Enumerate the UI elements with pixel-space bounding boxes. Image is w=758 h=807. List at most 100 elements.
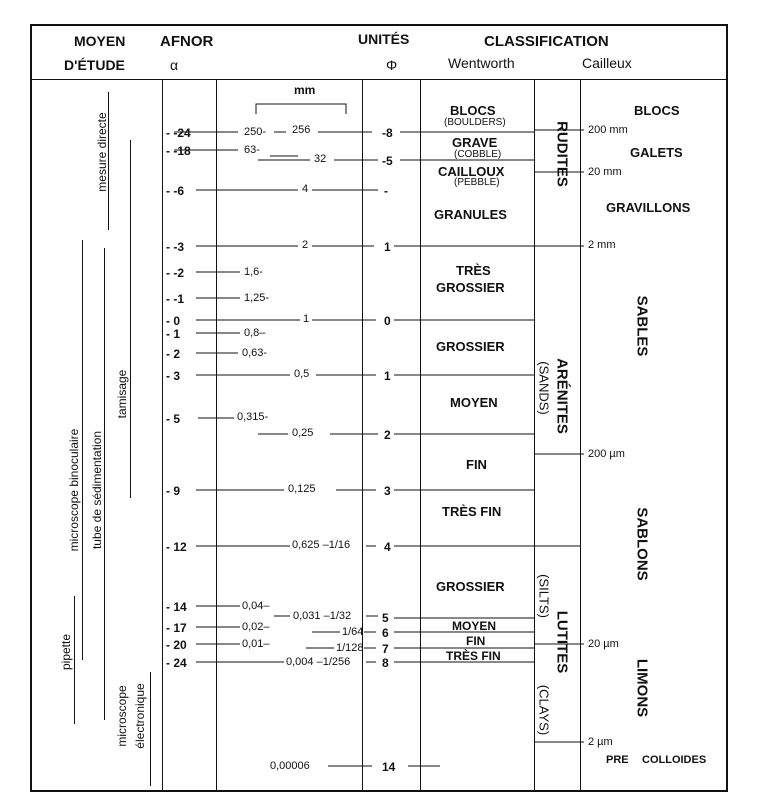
- mm-r4b: 2: [302, 239, 309, 251]
- phi-r14: 4: [384, 540, 391, 554]
- went-grossier3: GROSSIER: [436, 579, 505, 594]
- group-rudites: RUDITES: [553, 121, 571, 187]
- header-classification: CLASSIFICATION: [484, 33, 609, 50]
- alpha-r3: - -6: [166, 184, 184, 198]
- mm-r0a: 250-: [244, 126, 267, 138]
- mm-r16b: 0,031 –1/32: [293, 610, 352, 622]
- went-grave: GRAVE: [452, 135, 498, 150]
- phi-r18: 7: [382, 642, 389, 656]
- alpha-r11: - 5: [166, 412, 181, 426]
- cail-blocs: BLOCS: [634, 103, 680, 118]
- alpha-r1: - -18: [166, 144, 191, 158]
- diagram-frame: [30, 24, 728, 792]
- group-clays: (CLAYS): [536, 684, 552, 736]
- mm-r0b: 256: [292, 124, 311, 136]
- phi-r2: -5: [382, 154, 393, 168]
- mm-r15a: 0,04–: [242, 600, 270, 612]
- group-sands: (SANDS): [536, 361, 552, 415]
- alpha-r14: - 12: [166, 540, 187, 554]
- cail-pre: PRE: [606, 754, 629, 766]
- cail-limons: LIMONS: [633, 658, 651, 718]
- mm-r11a: 0,315-: [237, 411, 269, 423]
- range-microbino: [82, 240, 83, 660]
- went-blocs: BLOCS: [450, 103, 496, 118]
- phi-r12: 2: [384, 428, 391, 442]
- mm-r3b: 4: [302, 183, 309, 195]
- mm-r9a: 0,63-: [242, 347, 268, 359]
- cail-2mm: 2 mm: [588, 239, 616, 251]
- phi-r19: 8: [382, 656, 389, 670]
- cail-20um: 20 µm: [588, 638, 619, 650]
- phi-r7: 0: [384, 314, 391, 328]
- mm-r18b: 1/128: [336, 642, 364, 654]
- mm-r2b: 32: [314, 153, 327, 165]
- mm-label: mm: [294, 83, 316, 97]
- alpha-r9: - 2: [166, 347, 181, 361]
- went-grossier: GROSSIER: [436, 280, 505, 295]
- alpha-r7: - 0: [166, 314, 181, 328]
- went-boulders: (BOULDERS): [444, 117, 506, 128]
- col-sep-methods: [162, 79, 163, 790]
- mm-r7b: 1: [303, 313, 310, 325]
- cail-20mm: 20 mm: [588, 166, 622, 178]
- phi-r13: 3: [384, 484, 391, 498]
- cail-2um: 2 µm: [588, 736, 613, 748]
- mm-r6a: 1,25-: [244, 292, 270, 304]
- went-fin2: FIN: [466, 634, 486, 648]
- mm-r10b: 0,5: [294, 368, 310, 380]
- went-tres: TRÈS: [456, 263, 491, 278]
- went-moyen2: MOYEN: [452, 619, 497, 633]
- went-tresfin: TRÈS FIN: [442, 504, 502, 519]
- alpha-r10: - 3: [166, 369, 181, 383]
- cail-sablons: SABLONS: [633, 507, 651, 581]
- header-unites: UNITÉS: [358, 31, 410, 47]
- mm-r8a: 0,8–: [244, 327, 266, 339]
- mm-r18a: 0,01–: [242, 638, 270, 650]
- mm-r20b: 0,00006: [270, 760, 310, 772]
- header-etude: D'ÉTUDE: [64, 57, 125, 73]
- col-sep-group: [580, 79, 581, 790]
- range-tube: [104, 248, 105, 720]
- mm-bracket: [255, 103, 347, 114]
- alpha-r18: - 20: [166, 638, 187, 652]
- col-sep-wentworth: [534, 79, 535, 790]
- phi-r0: -8: [382, 126, 393, 140]
- cail-200um: 200 µm: [588, 448, 625, 460]
- header-afnor: AFNOR: [160, 33, 214, 50]
- phi-r4: 1: [384, 240, 391, 254]
- range-pipette: [74, 596, 75, 724]
- cail-colloides: COLLOIDES: [642, 754, 707, 766]
- mm-r19b: 0,004 –1/256: [286, 656, 351, 668]
- phi-r10: 1: [384, 369, 391, 383]
- header-divider: [30, 79, 728, 80]
- range-mesure: [108, 92, 109, 230]
- range-tamisage: [130, 140, 131, 498]
- went-granules: GRANULES: [434, 207, 507, 222]
- mm-r14b: 0,625 –1/16: [292, 539, 351, 551]
- went-grossier2: GROSSIER: [436, 339, 505, 354]
- header-wentworth: Wentworth: [448, 55, 515, 71]
- went-cailloux: CAILLOUX: [438, 164, 505, 179]
- mm-r13b: 0,125: [288, 483, 316, 495]
- went-cobble: (COBBLE): [454, 149, 502, 160]
- header-alpha: α: [170, 57, 179, 73]
- phi-r17: 6: [382, 626, 389, 640]
- alpha-r17: - 17: [166, 621, 187, 635]
- alpha-r8: - 1: [166, 327, 181, 341]
- mm-r5a: 1,6-: [244, 266, 263, 278]
- alpha-r15: - 14: [166, 600, 187, 614]
- header-phi: Φ: [386, 57, 398, 73]
- went-moyen: MOYEN: [450, 395, 498, 410]
- group-lutites: LUTITES: [553, 610, 571, 674]
- alpha-r6: - -1: [166, 292, 184, 306]
- phi-r20: 14: [382, 760, 396, 774]
- mm-r12b: 0,25: [292, 427, 314, 439]
- group-arenites: ARÉNITES: [553, 358, 571, 434]
- went-tresfin2: TRÈS FIN: [446, 649, 501, 663]
- mm-r1a: 63-: [244, 144, 260, 156]
- phi-r16: 5: [382, 611, 389, 625]
- group-silts: (SILTS): [536, 574, 552, 618]
- went-fin: FIN: [466, 457, 487, 472]
- cail-200mm: 200 mm: [588, 124, 628, 136]
